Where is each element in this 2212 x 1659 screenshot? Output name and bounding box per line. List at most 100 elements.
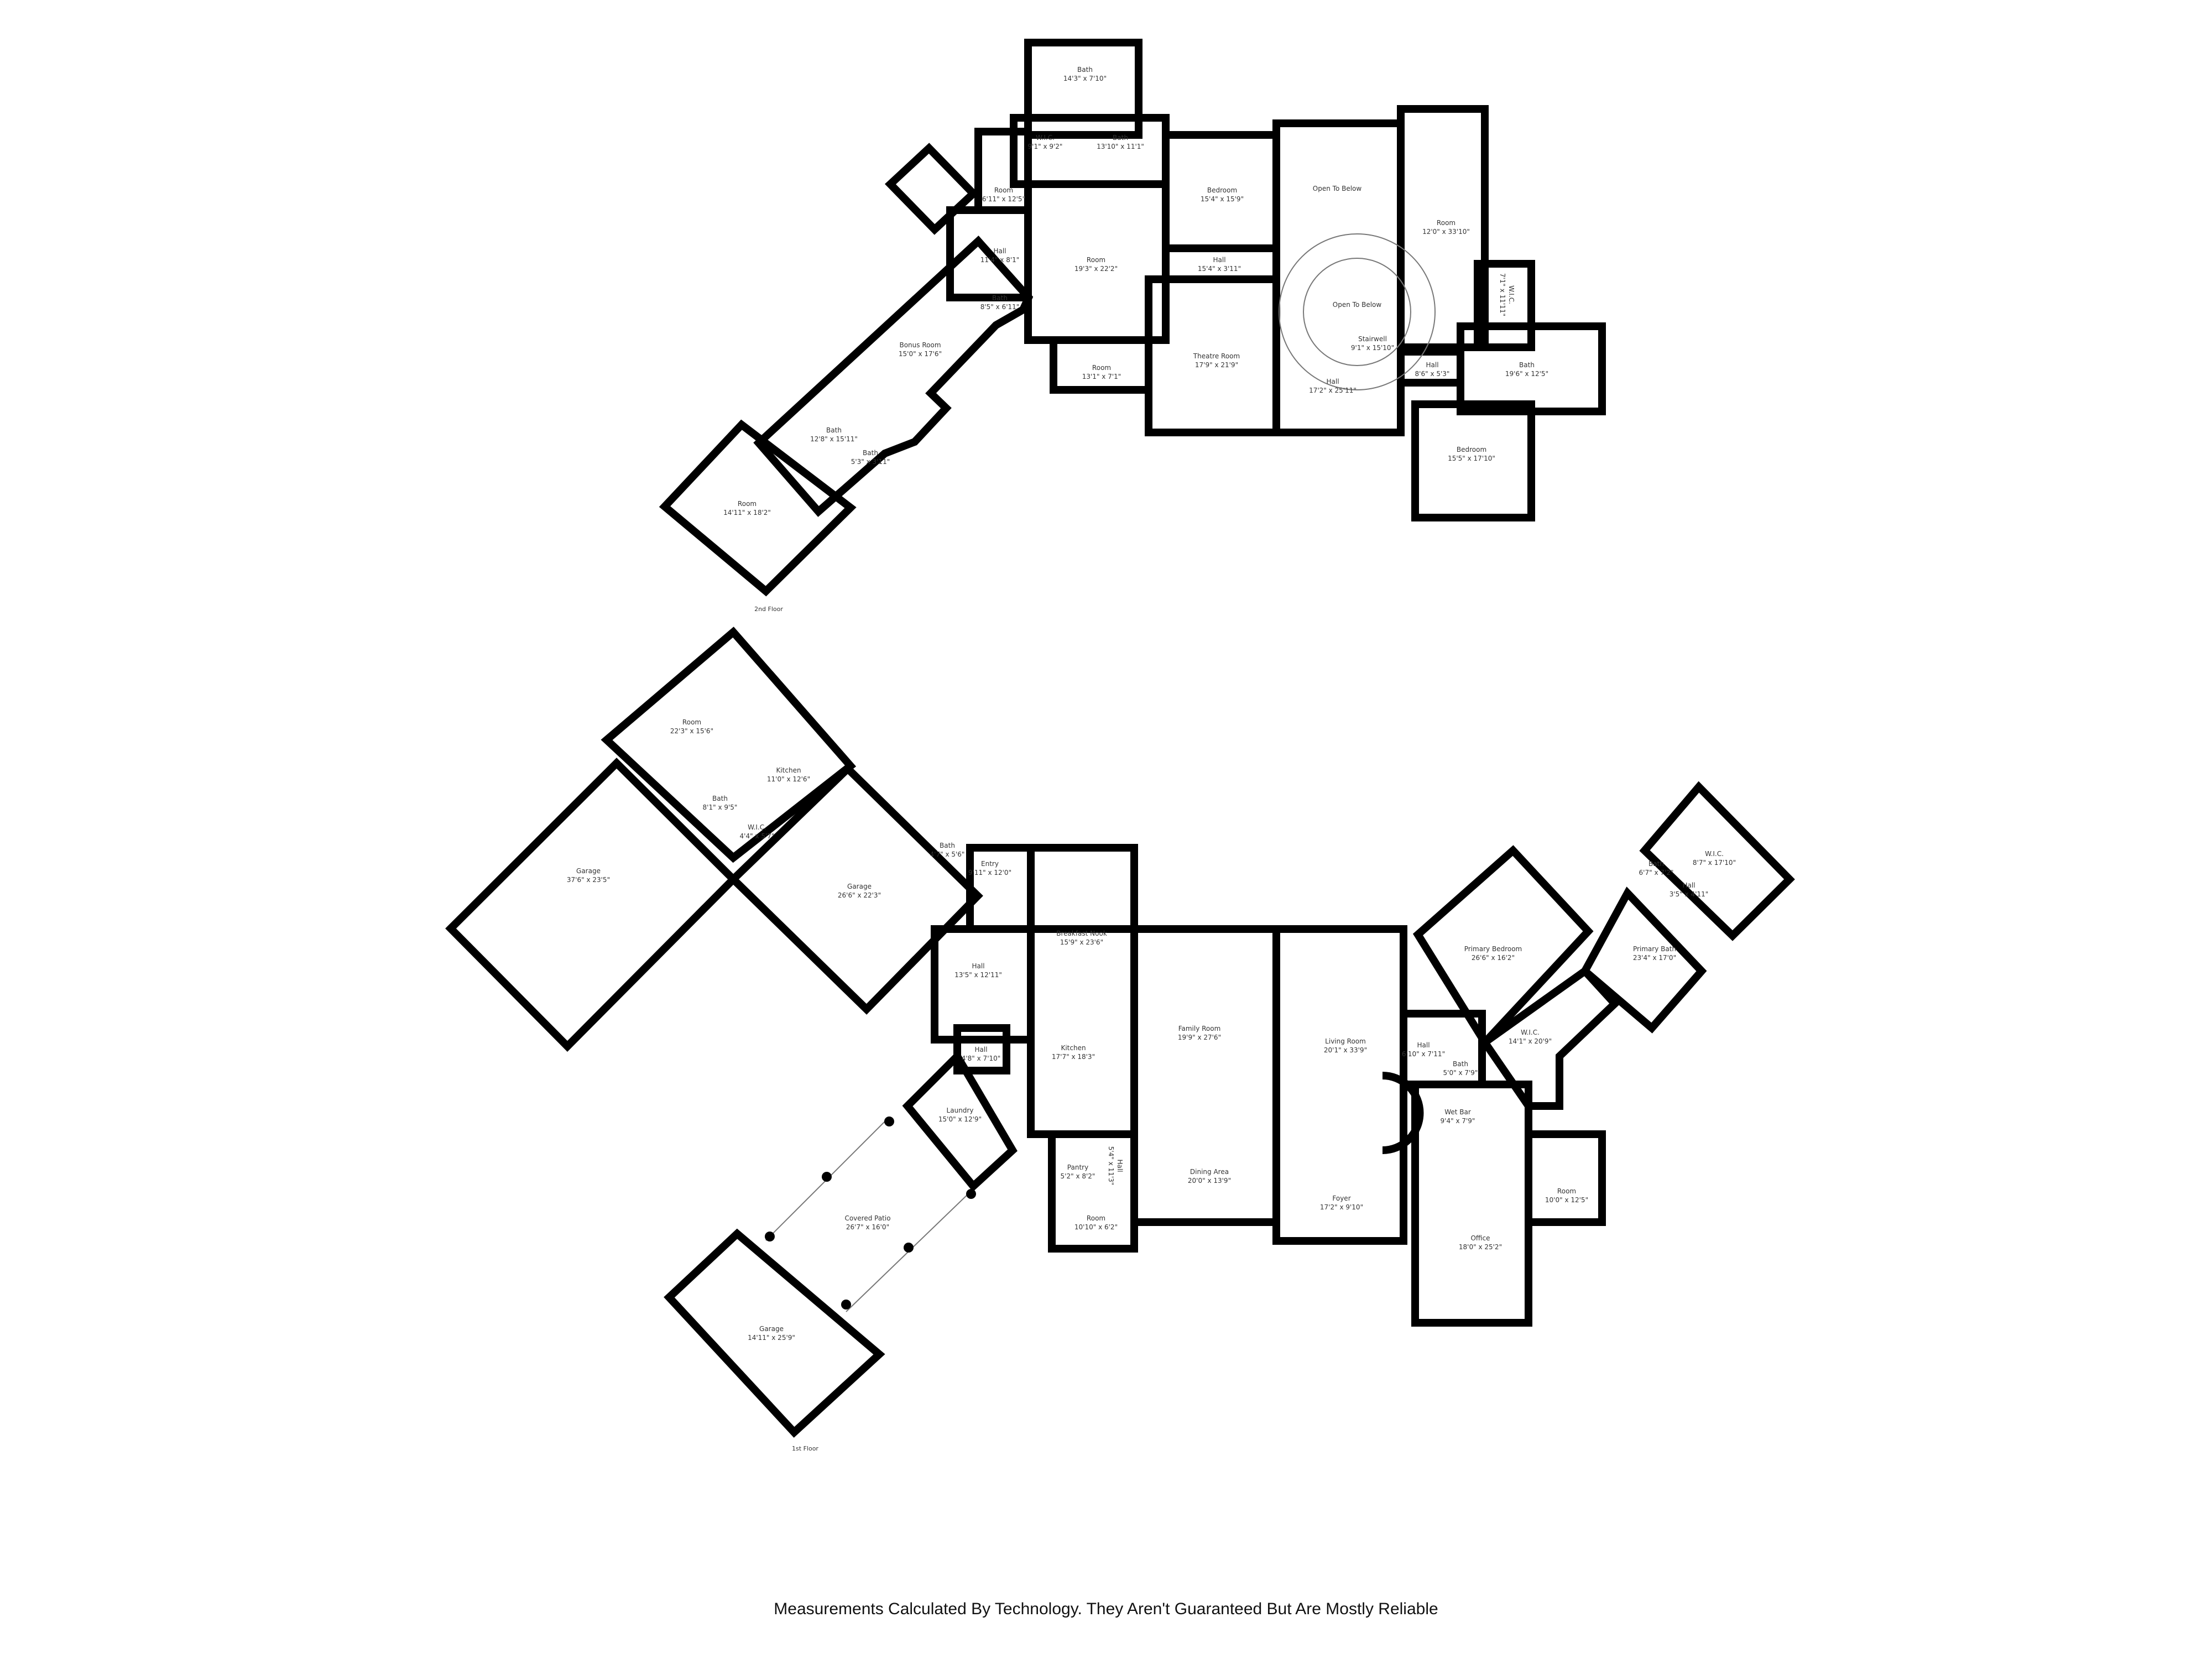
room-name: Room [1437, 219, 1455, 227]
room-name: Hall [974, 1046, 987, 1053]
room-wall [1397, 105, 1489, 351]
room-dimensions: 8'7" x 17'10" [1693, 859, 1736, 867]
room-label: W.I.C.8'7" x 17'10" [1693, 850, 1736, 867]
room-dimensions: 4'8" x 7'10" [962, 1055, 1001, 1062]
room-name: Stairwell [1358, 335, 1387, 343]
room-wall [1580, 886, 1707, 1034]
room-dimensions: 20'0" x 13'9" [1188, 1177, 1231, 1185]
room-wall [966, 844, 1035, 933]
room-name: Office [1470, 1234, 1490, 1242]
room-dimensions: 17'2" x 25'11" [1309, 387, 1357, 394]
room-name: Dining Area [1190, 1168, 1229, 1176]
room-name: W.I.C. [1521, 1029, 1540, 1036]
room-name: Bonus Room [899, 341, 941, 349]
room-name: Theatre Room [1193, 352, 1240, 360]
room-dimensions: 15'0" x 12'9" [938, 1115, 982, 1123]
room-wall [1397, 348, 1464, 387]
room-dimensions: 5'0" x 7'9" [1443, 1069, 1478, 1077]
room-wall [664, 1228, 885, 1438]
room-dimensions: 12'0" x 33'10" [1422, 228, 1470, 236]
room-name: W.I.C. [1507, 285, 1515, 304]
room-wall [753, 236, 1034, 517]
room-name: Garage [576, 867, 601, 875]
floor-caption: 2nd Floor [754, 606, 783, 613]
room-dimensions: 6'7" x 7'2" [1639, 869, 1674, 877]
room-wall [1412, 845, 1594, 1049]
room-dimensions: 14'11" x 25'9" [748, 1334, 795, 1342]
room-label: W.I.C.9'1" x 9'2" [1028, 134, 1063, 150]
patio-column [884, 1117, 894, 1126]
room-name: Hall [1116, 1159, 1124, 1172]
room-dimensions: 3'5" x 4'11" [1670, 890, 1709, 898]
room-label: W.I.C.4'4" x 5'7" [740, 823, 775, 840]
room-name: Pantry [1067, 1164, 1088, 1171]
room-name: Hall [1326, 378, 1339, 385]
room-name: Covered Patio [844, 1214, 890, 1222]
room-name: Entry [981, 860, 999, 868]
room-name: Bath [1648, 860, 1664, 868]
room-name: Room [1557, 1187, 1576, 1195]
room-name: Hall [1426, 361, 1438, 369]
room-name: Bath [1113, 134, 1128, 142]
room-label: Open To Below [1333, 301, 1382, 309]
patio-column [966, 1189, 976, 1199]
room-wall [727, 763, 983, 1015]
room-dimensions: 11'0" x 12'6" [767, 775, 810, 783]
room-dimensions: 13'5" x 12'11" [954, 971, 1002, 979]
room-dimensions: 8'6" x 5'3" [1415, 370, 1450, 378]
room-dimensions: 14'11" x 18'2" [723, 509, 771, 517]
room-name: Bath [1453, 1060, 1468, 1068]
room-dimensions: 19'9" x 27'6" [1178, 1034, 1221, 1041]
room-name: Garage [847, 883, 872, 890]
patio-column [841, 1300, 851, 1310]
room-name: Bath [1077, 66, 1093, 74]
room-wall [1525, 1130, 1606, 1226]
room-dimensions: 13'1" x 7'1" [1082, 373, 1121, 380]
patio-column [904, 1243, 914, 1253]
room-name: Hall [1213, 256, 1225, 264]
room-name: Primary Bath [1633, 945, 1676, 953]
room-dimensions: 5'2" x 8'2" [1061, 1172, 1095, 1180]
room-wall [1027, 925, 1138, 1138]
room-name: Bath [1519, 361, 1535, 369]
room-wall [1479, 966, 1620, 1110]
room-name: Kitchen [776, 766, 801, 774]
room-name: Hall [993, 247, 1006, 255]
room-wall [1639, 781, 1795, 941]
room-dimensions: 8'1" x 9'5" [703, 804, 738, 811]
room-dimensions: 22'3" x 15'6" [670, 727, 713, 735]
room-label: Hall 17'2" x 25'11" [1309, 378, 1357, 394]
room-dimensions: 19'3" x 22'2" [1074, 265, 1118, 273]
room-wall [1474, 260, 1535, 351]
room-name: Bedroom [1457, 446, 1486, 453]
spiral-stair [1279, 233, 1436, 390]
room-name: W.I.C. [748, 823, 766, 831]
room-name: Hall [1682, 881, 1695, 889]
room-dimensions: 8'5" x 6'11" [980, 303, 1020, 311]
